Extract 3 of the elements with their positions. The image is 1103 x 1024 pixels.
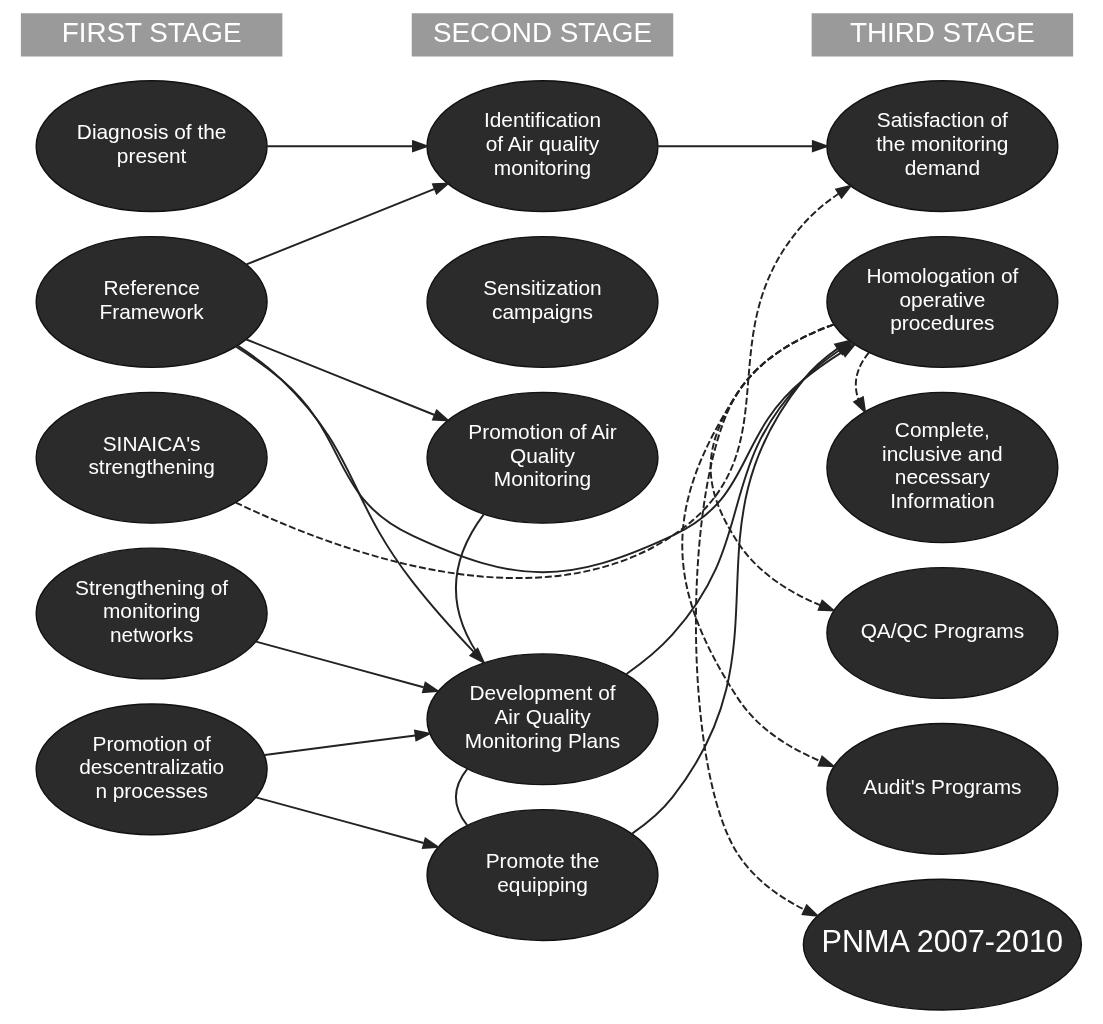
label: SECOND STAGE [433,16,652,48]
label: FIRST STAGE [61,16,242,48]
label: THIRD STAGE [849,16,1035,48]
